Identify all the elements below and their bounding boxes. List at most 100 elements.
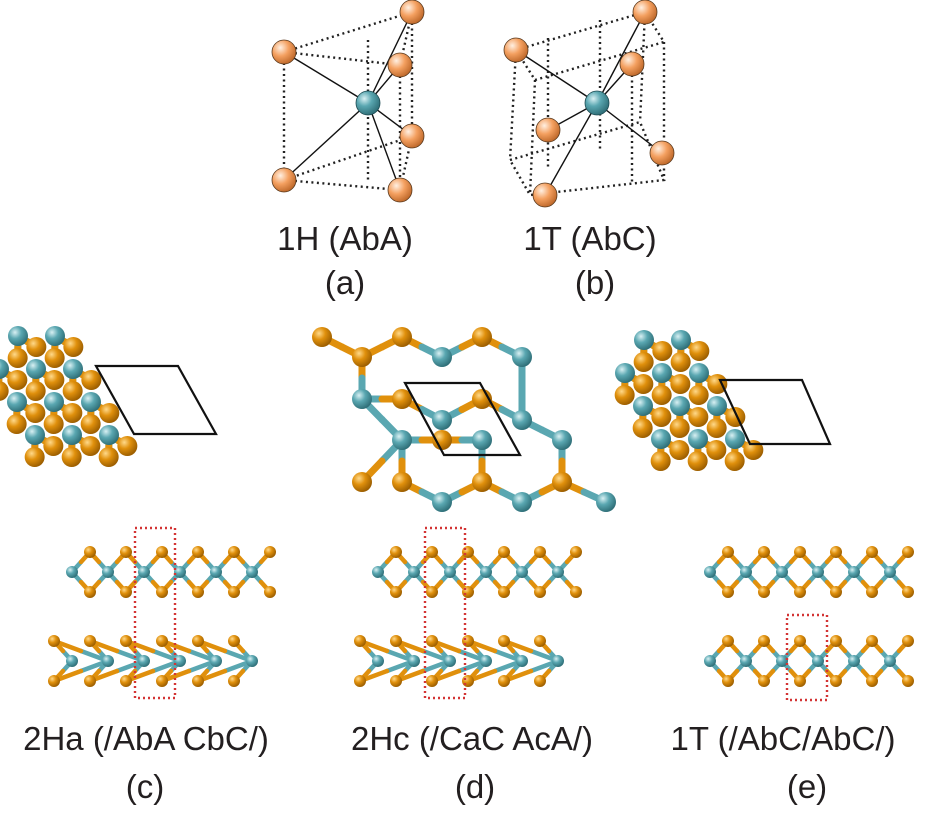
metal-atom	[516, 566, 528, 578]
chalcogen-atom	[830, 546, 842, 558]
chalcogen-atom	[794, 635, 806, 647]
metal-atom	[512, 410, 532, 430]
chalcogen-atom	[725, 451, 745, 471]
metal-atom	[704, 655, 716, 667]
metal-atom	[740, 655, 752, 667]
chalcogen-atom	[688, 407, 708, 427]
unit-cell	[405, 383, 520, 455]
chalcogen-atom	[44, 370, 64, 390]
chalcogen-atom	[45, 348, 65, 368]
chalcogen-atom	[830, 635, 842, 647]
metal-atom	[174, 655, 186, 667]
chalcogen-atom	[669, 440, 689, 460]
chalcogen-atom	[80, 436, 100, 456]
metal-atom	[444, 655, 456, 667]
metal-atom	[848, 655, 860, 667]
metal-atom	[66, 566, 78, 578]
chalcogen-atom	[462, 546, 474, 558]
chalcogen-atom	[62, 403, 82, 423]
chalcogen-atom	[794, 586, 806, 598]
chalcogen-atom	[48, 675, 60, 687]
chalcogen-atom	[830, 586, 842, 598]
metal-atom	[138, 566, 150, 578]
panel-d-structure	[312, 327, 616, 698]
chalcogen-atom	[462, 675, 474, 687]
chalcogen-atom	[352, 347, 372, 367]
metal-atom	[8, 326, 28, 346]
chalcogen-atom	[534, 586, 546, 598]
metal-bond	[368, 103, 400, 190]
chalcogen-atom	[689, 385, 709, 405]
octahedron-bottom-face	[510, 122, 664, 195]
metal-atom	[392, 430, 412, 450]
chalcogen-atom	[758, 635, 770, 647]
chalcogen-atom	[633, 418, 653, 438]
chalcogen-atom	[44, 414, 64, 434]
chalcogen-atom	[354, 675, 366, 687]
metal-atom	[25, 425, 45, 445]
metal-atom	[138, 655, 150, 667]
chalcogen-atom	[192, 586, 204, 598]
chalcogen-atom	[426, 635, 438, 647]
chalcogen-atom	[99, 447, 119, 467]
chalcogen-atom	[156, 635, 168, 647]
chalcogen-atom	[670, 418, 690, 438]
chalcogen-atom	[84, 675, 96, 687]
chalcogen-atom	[25, 447, 45, 467]
metal-atom	[352, 389, 372, 409]
metal-atom	[848, 566, 860, 578]
metal-atom	[812, 655, 824, 667]
metal-atom	[615, 363, 635, 383]
metal-atom	[812, 566, 824, 578]
chalcogen-atom	[462, 586, 474, 598]
chalcogen-atom	[707, 418, 727, 438]
chalcogen-atom	[902, 586, 914, 598]
chalcogen-atom	[651, 407, 671, 427]
metal-atom	[408, 655, 420, 667]
chalcogen-atom	[633, 374, 653, 394]
chalcogen-atom	[794, 675, 806, 687]
metal-atom	[516, 655, 528, 667]
metal-atom	[210, 655, 222, 667]
metal-atom	[596, 492, 616, 512]
metal-atom	[99, 425, 119, 445]
unit-cell	[96, 366, 216, 434]
panel-a-polyhedron	[272, 0, 424, 202]
chalcogen-atom	[7, 414, 27, 434]
metal-atom	[725, 429, 745, 449]
chalcogen-atom	[426, 586, 438, 598]
chalcogen-atom	[390, 546, 402, 558]
metal-bond	[284, 103, 368, 180]
metal-atom	[174, 566, 186, 578]
chalcogen-atom	[62, 447, 82, 467]
chalcogen-atom	[688, 451, 708, 471]
metal-atom	[585, 91, 609, 115]
metal-atom	[26, 359, 46, 379]
chalcogen-atom	[426, 546, 438, 558]
chalcogen-atom	[43, 436, 63, 456]
chalcogen-atom	[120, 675, 132, 687]
chalcogen-atom	[534, 635, 546, 647]
metal-atom	[81, 392, 101, 412]
chalcogen-atom	[156, 586, 168, 598]
metal-atom	[884, 655, 896, 667]
metal-atom	[44, 392, 64, 412]
panel-c-title: 2Ha (/AbA CbC/)	[0, 722, 292, 755]
chalcogen-atom	[26, 337, 46, 357]
metal-atom	[884, 566, 896, 578]
chalcogen-atom	[552, 472, 572, 492]
chalcogen-atom	[758, 675, 770, 687]
chalcogen-atom	[84, 586, 96, 598]
chalcogen-atom	[722, 586, 734, 598]
chalcogen-atom	[400, 0, 424, 24]
chalcogen-atom	[650, 141, 674, 165]
chalcogen-atom	[400, 124, 424, 148]
metal-atom	[512, 347, 532, 367]
chalcogen-atom	[706, 440, 726, 460]
metal-atom	[552, 430, 572, 450]
panel-c-letter: (c)	[100, 770, 190, 803]
chalcogen-atom	[81, 414, 101, 434]
chalcogen-atom	[651, 451, 671, 471]
chalcogen-atom	[390, 675, 402, 687]
metal-atom	[372, 655, 384, 667]
